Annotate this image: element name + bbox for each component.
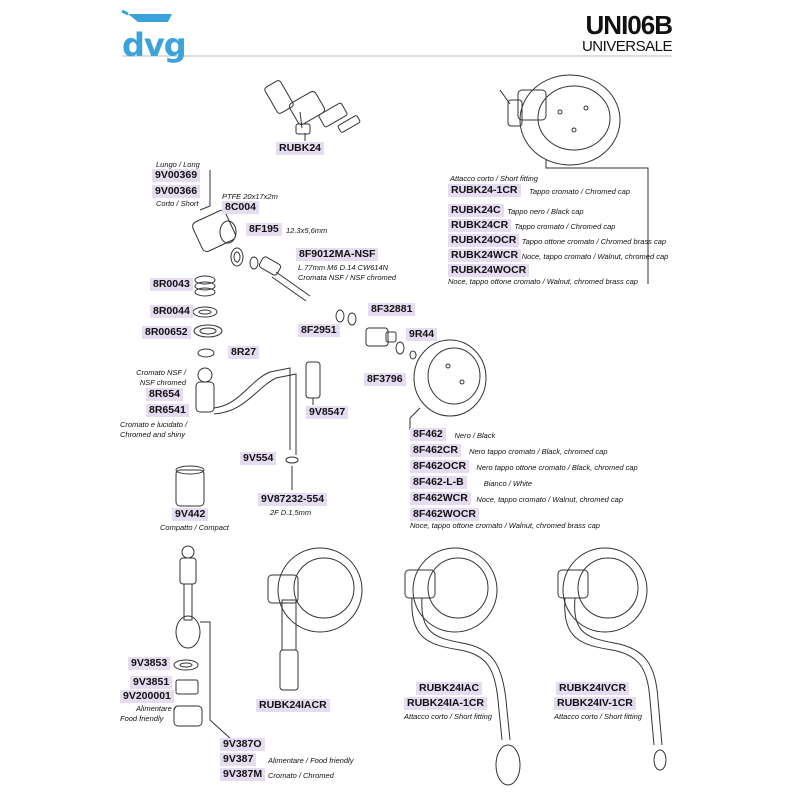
note-9v387: Alimentare / Food friendly <box>268 756 354 765</box>
variant-description: Tappo cromato / Chromed cap <box>529 187 631 196</box>
part-label-8r654[interactable]: 8R654 <box>146 388 183 401</box>
brand-logo: dvg <box>122 26 187 64</box>
note-8f195: 12.3x5,6mm <box>286 226 328 235</box>
part-label-8f32881[interactable]: 8F32881 <box>368 303 416 316</box>
variant-code[interactable]: 8F462CR <box>410 444 461 457</box>
variant-code[interactable]: 8F462OCR <box>410 460 470 473</box>
note-lungo: Lungo / Long <box>156 160 200 169</box>
note-8r654-b: NSF chromed <box>139 378 186 387</box>
page-title: UNI06B <box>585 10 673 40</box>
note-9v442: Compatto / Compact <box>160 523 229 532</box>
part-label-rubk24iacr[interactable]: RUBK24IACR <box>256 699 330 712</box>
variant-code[interactable]: RUBK24WCR <box>448 249 522 262</box>
part-label-8f195[interactable]: 8F195 <box>246 223 282 236</box>
variant-code[interactable]: 8F462 <box>410 428 446 441</box>
variant-description: Tappo nero / Black cap <box>507 207 584 216</box>
note-9v387m: Cromato / Chromed <box>268 771 334 780</box>
part-label-9v387o[interactable]: 9V387O <box>220 738 265 751</box>
note-9v87232: 2F D.1,5mm <box>270 508 312 517</box>
note-ptfe: PTFE 20x17x2m <box>222 192 278 201</box>
part-label-9v00366[interactable]: 9V00366 <box>152 185 201 198</box>
part-label-9v8547[interactable]: 9V8547 <box>306 406 349 419</box>
part-label-9v554[interactable]: 9V554 <box>240 452 277 465</box>
variant-description: Noce, tappo cromato / Walnut, chromed ca… <box>521 252 669 261</box>
variant-description: Nero / Black <box>454 431 496 440</box>
variant-description: Noce, tappo ottone cromato / Walnut, chr… <box>410 521 600 530</box>
part-label-8r6541[interactable]: 8R6541 <box>146 404 189 417</box>
part-label-rubk24ia-1cr[interactable]: RUBK24IA-1CR <box>404 697 488 710</box>
variant-code[interactable]: RUBK24C <box>448 204 504 217</box>
part-label-9v200001[interactable]: 9V200001 <box>120 690 174 703</box>
part-label-8r0043[interactable]: 8R0043 <box>150 278 193 291</box>
part-label-rubk24iv-1cr[interactable]: RUBK24IV-1CR <box>554 697 636 710</box>
part-label-rubk24ivcr[interactable]: RUBK24IVCR <box>556 682 630 695</box>
part-label-8f9012ma-nsf[interactable]: 8F9012MA-NSF <box>296 248 379 261</box>
variant-description: Nero tappo ottone cromato / Black, chrom… <box>476 463 638 472</box>
variant-code[interactable]: RUBK24OCR <box>448 234 520 247</box>
variant-description: Nero tappo cromato / Black, chromed cap <box>469 447 608 456</box>
note-attacco-a: Attacco corto / Short fitting <box>404 712 492 721</box>
note-8f9012-size: L.77mm M6 D.14 CW614N <box>298 263 389 272</box>
note-food-a: Alimentare / <box>136 704 177 713</box>
variant-description: Noce, tappo ottone cromato / Walnut, chr… <box>448 277 638 286</box>
note-food-b: Food friendly <box>120 714 164 723</box>
part-label-9v3851[interactable]: 9V3851 <box>130 676 173 689</box>
part-label-rubk24[interactable]: RUBK24 <box>276 142 325 155</box>
part-label-8f3796[interactable]: 8F3796 <box>364 373 406 386</box>
part-label-9v00369[interactable]: 9V00369 <box>152 169 201 182</box>
note-attacco-corto: Attacco corto / Short fitting <box>450 174 538 183</box>
part-label-9v387[interactable]: 9V387 <box>220 753 257 766</box>
part-label-9v87232-554[interactable]: 9V87232-554 <box>258 493 328 506</box>
variant-code[interactable]: RUBK24-1CR <box>448 184 521 197</box>
part-label-9v387m[interactable]: 9V387M <box>220 768 266 781</box>
variant-code[interactable]: RUBK24CR <box>448 219 512 232</box>
part-label-9r44[interactable]: 9R44 <box>406 328 438 341</box>
part-label-8r0044[interactable]: 8R0044 <box>150 305 193 318</box>
note-8r654-a: Cromato NSF / <box>136 368 186 377</box>
variant-description: Noce, tappo cromato / Walnut, chromed ca… <box>476 495 623 504</box>
variant-code[interactable]: RUBK24WOCR <box>448 264 530 277</box>
variant-code[interactable]: 8F462-L-B <box>410 476 467 489</box>
note-corto: Corto / Short <box>156 199 199 208</box>
note-8r6541-a: Cromato e lucidato / <box>120 420 188 429</box>
part-label-8c004[interactable]: 8C004 <box>222 201 259 214</box>
variant-code[interactable]: 8F462WOCR <box>410 508 480 521</box>
part-label-8r27[interactable]: 8R27 <box>228 346 260 359</box>
page-subtitle: UNIVERSALE <box>581 38 673 55</box>
note-8f9012-finish: Cromata NSF / NSF chromed <box>298 273 397 282</box>
variant-description: Tappo ottone cromato / Chromed brass cap <box>521 237 667 246</box>
variant-description: Bianco / White <box>483 479 533 488</box>
part-label-9v442[interactable]: 9V442 <box>172 508 209 521</box>
part-label-rubk24iac[interactable]: RUBK24IAC <box>416 682 483 695</box>
variant-code[interactable]: 8F462WCR <box>410 492 471 505</box>
note-attacco-b: Attacco corto / Short fitting <box>554 712 642 721</box>
part-label-9v3853[interactable]: 9V3853 <box>128 657 171 670</box>
note-8r6541-b: Chromed and shiny <box>120 430 186 439</box>
variant-description: Tappo cromato / Chromed cap <box>514 222 616 231</box>
part-label-8f2951[interactable]: 8F2951 <box>298 324 340 337</box>
part-label-8r00652[interactable]: 8R00652 <box>142 326 191 339</box>
